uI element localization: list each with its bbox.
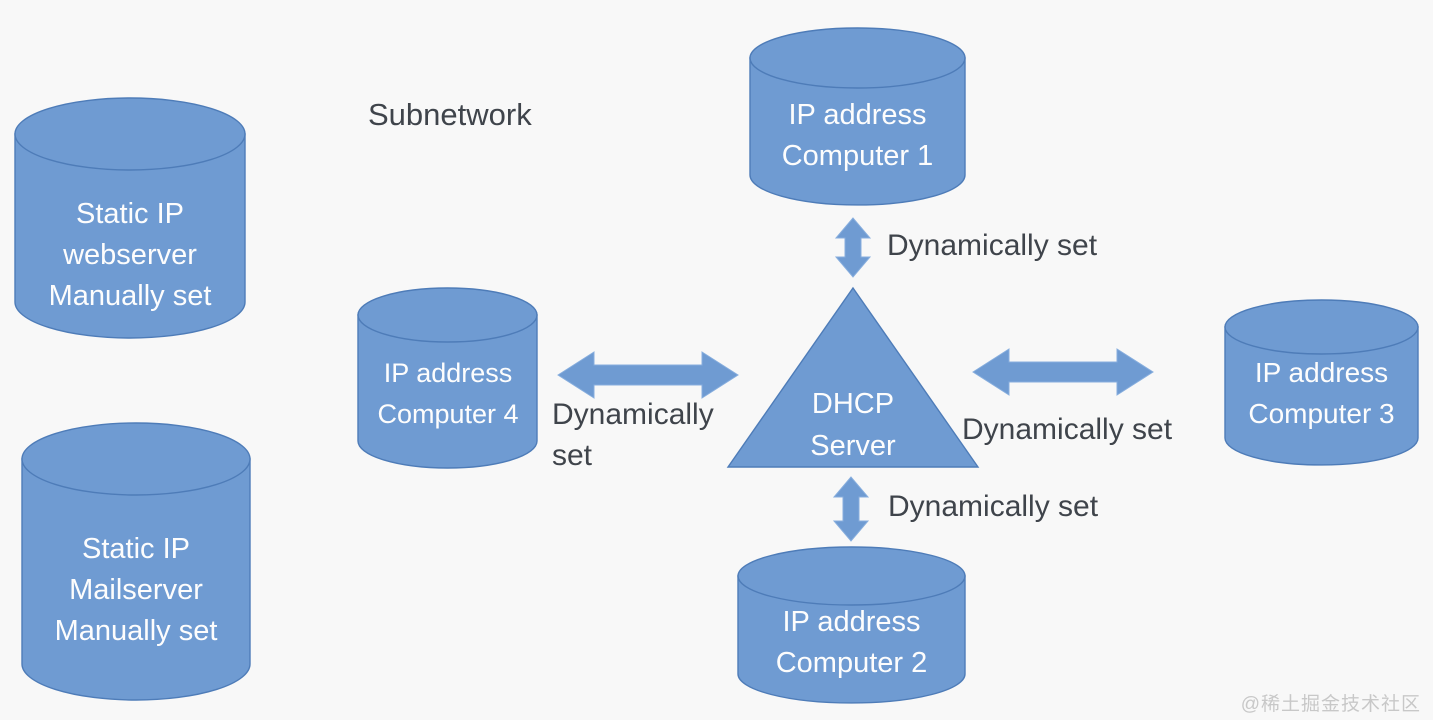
arrow-computer1-icon xyxy=(834,217,872,278)
computer2-label: IP address Computer 2 xyxy=(738,602,965,684)
computer3-label-line2: Computer 3 xyxy=(1248,398,1395,429)
connection-label-computer4: Dynamically set xyxy=(552,398,714,472)
mailserver-label-line1: Static IP xyxy=(82,533,190,565)
mailserver-label-line3: Manually set xyxy=(54,615,218,647)
dhcp-server-triangle-icon xyxy=(726,286,980,468)
computer4-label: IP address Computer 4 xyxy=(353,353,543,435)
connection-label-computer1: Dynamically set xyxy=(887,229,1098,262)
dhcp-server-label-line1: DHCP xyxy=(811,388,895,420)
computer1-cylinder-icon xyxy=(749,27,966,206)
webserver-cylinder-icon xyxy=(14,97,246,339)
webserver-label-line2: webserver xyxy=(63,239,197,271)
watermark: @稀土掘金技术社区 xyxy=(1240,694,1421,715)
computer1-label-line1: IP address xyxy=(788,99,927,131)
mailserver-label-line2: Mailserver xyxy=(69,574,203,606)
mailserver-cylinder-icon xyxy=(21,422,251,701)
computer2-cylinder-icon xyxy=(737,546,966,704)
webserver-label-line3: Manually set xyxy=(48,280,212,312)
arrow-computer3-icon xyxy=(972,348,1154,396)
connection-label-computer2: Dynamically set xyxy=(888,490,1099,523)
computer2-label-line1: IP address xyxy=(782,606,921,638)
computer4-cylinder-icon xyxy=(357,287,538,469)
computer3-label-line1: IP address xyxy=(1254,357,1389,388)
arrow-computer4-icon xyxy=(557,351,739,399)
computer1-label: IP address Computer 1 xyxy=(750,95,965,177)
dhcp-server-label: DHCP Server xyxy=(753,383,953,467)
webserver-label-line1: Static IP xyxy=(76,198,184,230)
computer1-label-line2: Computer 1 xyxy=(781,140,934,172)
computer3-label: IP address Computer 3 xyxy=(1225,352,1418,434)
arrow-computer2-icon xyxy=(832,476,870,542)
computer4-label-line2: Computer 4 xyxy=(377,399,519,429)
computer2-label-line2: Computer 2 xyxy=(775,647,928,679)
subnetwork-title: Subnetwork xyxy=(368,97,532,132)
mailserver-label: Static IP Mailserver Manually set xyxy=(22,529,250,652)
webserver-label: Static IP webserver Manually set xyxy=(15,194,245,317)
computer3-cylinder-icon xyxy=(1224,299,1419,466)
computer4-label-line1: IP address xyxy=(383,358,513,388)
connection-label-computer3: Dynamically set xyxy=(962,413,1173,446)
dhcp-server-label-line2: Server xyxy=(810,430,896,462)
